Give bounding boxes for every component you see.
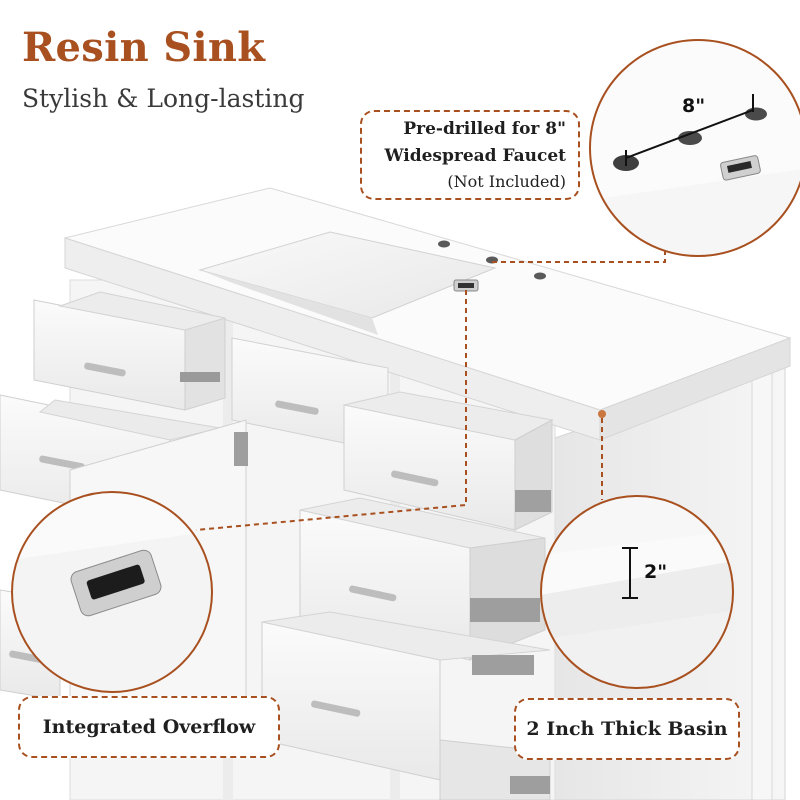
thickness-detail-inset: 2" — [540, 495, 734, 689]
thickness-callout-label: 2 Inch Thick Basin — [526, 718, 728, 740]
faucet-callout-note: (Not Included) — [447, 172, 566, 191]
cabinet-leg — [751, 371, 773, 800]
faucet-callout-line2: Widespread Faucet — [384, 146, 566, 166]
faucet-callout-line1: Pre-drilled for 8" — [403, 119, 566, 139]
faucet-detail-inset: 8" — [589, 39, 800, 257]
faucet-spacing-label: 8" — [682, 95, 705, 117]
page-title: Resin Sink — [22, 24, 266, 71]
page-subtitle: Stylish & Long-lasting — [22, 84, 305, 113]
overflow-callout: Integrated Overflow — [18, 696, 280, 758]
faucet-callout: Pre-drilled for 8" Widespread Faucet (No… — [360, 110, 580, 200]
basin-thickness-label: 2" — [644, 561, 667, 583]
overflow-callout-label: Integrated Overflow — [42, 716, 256, 738]
thickness-callout: 2 Inch Thick Basin — [514, 698, 740, 760]
